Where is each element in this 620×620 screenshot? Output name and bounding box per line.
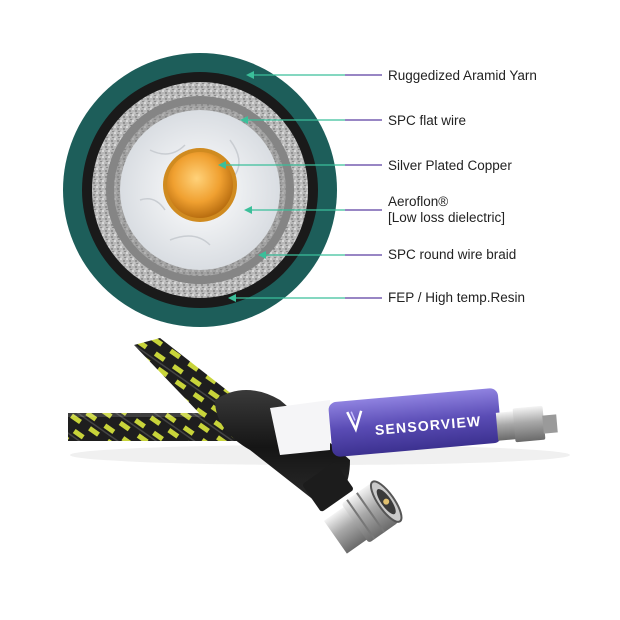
- label-spc-round-wire-braid: SPC round wire braid: [388, 247, 517, 262]
- label-aramid-yarn: Ruggedized Aramid Yarn: [388, 68, 537, 83]
- brand-logo-icon: [346, 410, 363, 433]
- label-low-loss-dielectric: [Low loss dielectric]: [388, 210, 506, 225]
- label-fep-resin: FEP / High temp.Resin: [388, 290, 526, 305]
- label-spc-flat-wire: SPC flat wire: [388, 113, 467, 128]
- right-connector-nut: [495, 411, 517, 441]
- label-aeroflon: Aeroflon®: [388, 194, 449, 209]
- branded-sleeve: [328, 388, 502, 457]
- leader-lines: [222, 74, 382, 299]
- cross-section: [63, 53, 337, 327]
- cable-product-image: [68, 338, 570, 554]
- right-connector-hex: [512, 405, 546, 443]
- silver-plated-copper-core: [167, 152, 233, 218]
- label-silver-plated-copper: Silver Plated Copper: [388, 158, 512, 173]
- leader-arrowheads: [218, 71, 266, 302]
- front-connector: [323, 480, 403, 554]
